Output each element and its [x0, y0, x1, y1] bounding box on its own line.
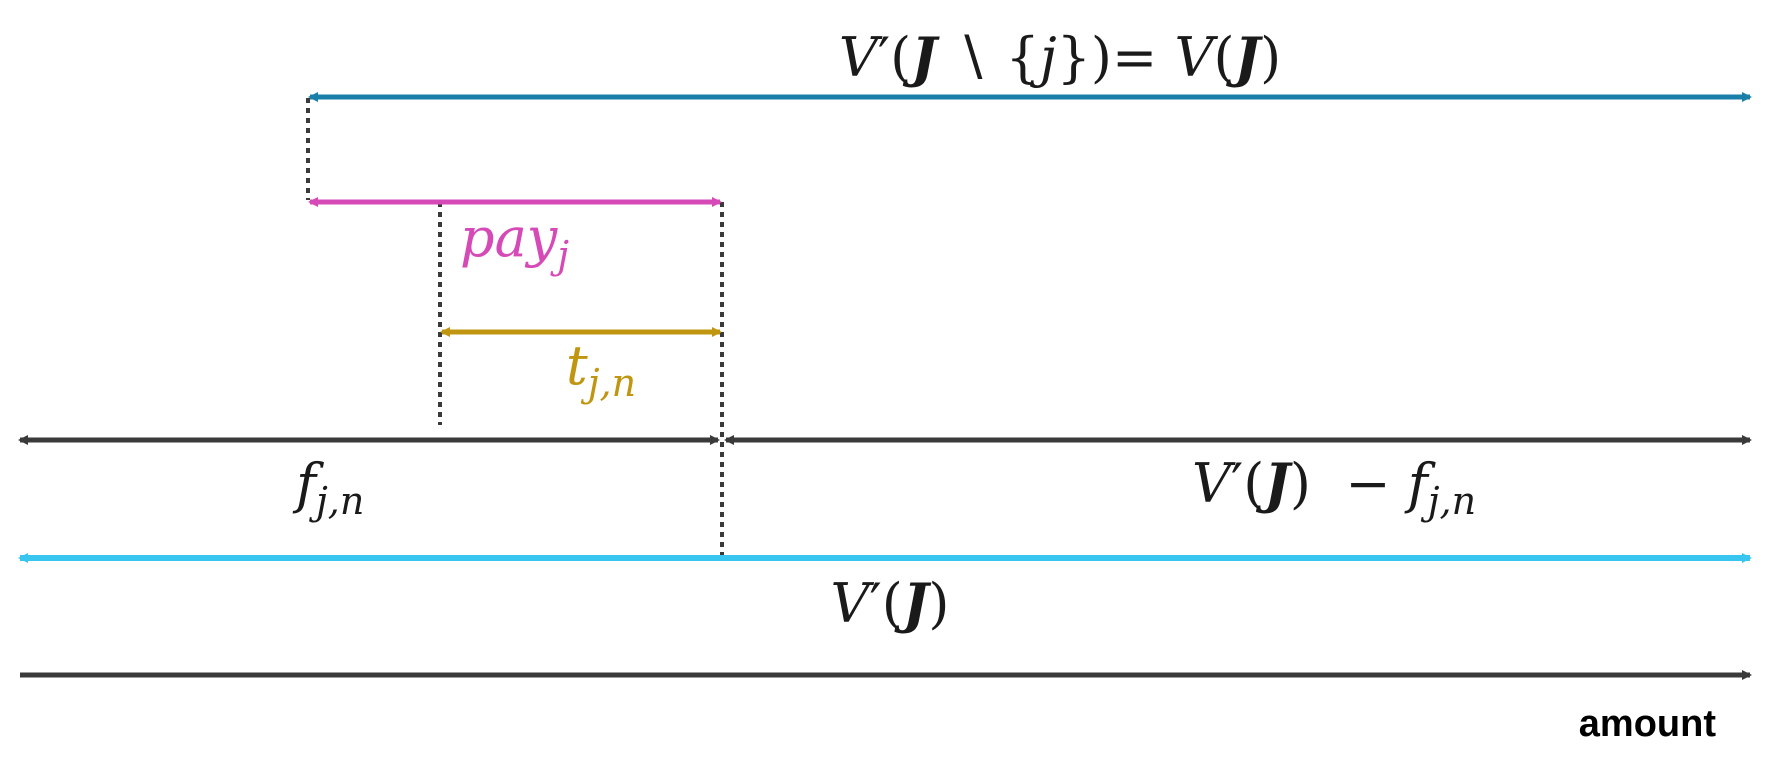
payment-label: payj	[460, 206, 569, 277]
value-without-j-label: V′(J ∖ {j})= V(J)	[839, 25, 1281, 89]
transfer-label: tj,n	[566, 334, 636, 405]
axis-label: amount	[1579, 703, 1717, 745]
fee-label: fj,n	[292, 452, 364, 523]
remainder-label: V′(J) − fj,n	[1192, 451, 1476, 523]
value-with-j-label: V′(J)	[831, 571, 950, 635]
